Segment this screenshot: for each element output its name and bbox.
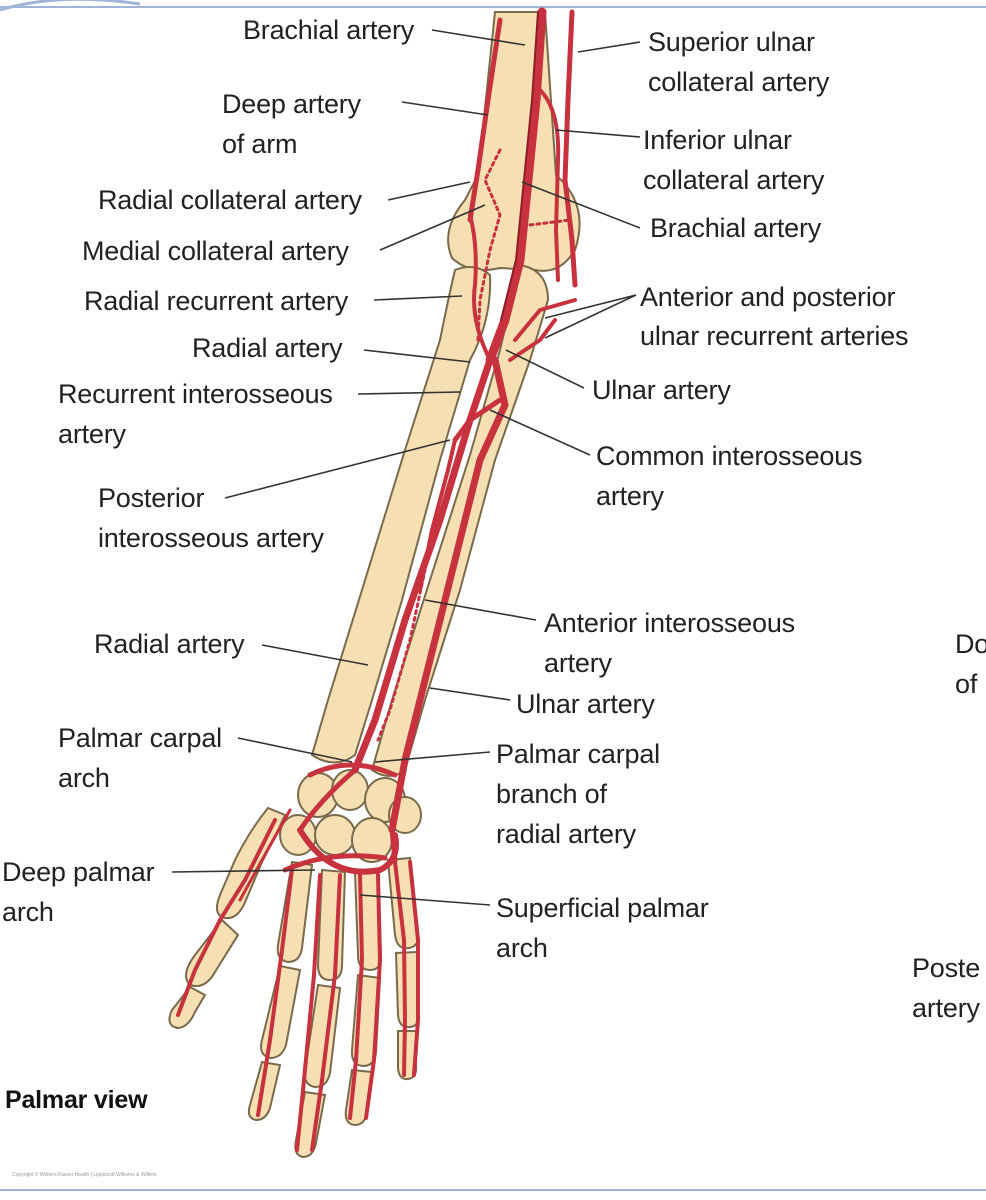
label-anterior-interosseous-line2: artery	[544, 648, 612, 678]
label-deep-artery-of-arm-line1: Deep artery	[222, 89, 361, 119]
copyright-text: Copyright © Wolters Kluwer Health | Lipp…	[12, 1172, 157, 1178]
radius	[310, 265, 492, 764]
label-brachial-artery-right: Brachial artery	[650, 213, 822, 243]
deep-artery-path	[467, 17, 503, 223]
label-superficial-palmar-line1: Superficial palmar	[496, 893, 709, 923]
label-radial-artery-upper: Radial artery	[192, 333, 343, 363]
label-ulnar-recurrent-line1: Anterior and posterior	[640, 282, 896, 312]
label-common-interosseous-line1: Common interosseous	[596, 441, 863, 471]
label-brachial-artery-top: Brachial artery	[243, 15, 415, 45]
view-label: Palmar view	[5, 1086, 148, 1114]
palmar-carpal-arch-path	[307, 762, 398, 778]
label-inferior-ulnar-line1: Inferior ulnar	[643, 125, 792, 155]
label-superficial-palmar-line2: arch	[496, 933, 548, 963]
partial-label-bottom-line1: Poste	[912, 953, 981, 983]
deep-palmar-arch-path	[282, 853, 388, 873]
label-radial-artery-lower: Radial artery	[94, 629, 245, 659]
label-deep-artery-of-arm-line2: of arm	[222, 129, 298, 159]
label-palmar-carpal-branch-line3: radial artery	[496, 819, 636, 849]
label-inferior-ulnar-line2: collateral artery	[643, 165, 825, 195]
label-posterior-interosseous-line2: interosseous artery	[98, 523, 324, 553]
label-anterior-interosseous-line1: Anterior interosseous	[544, 608, 795, 638]
partial-label-top-line1: Do	[955, 629, 986, 659]
label-ulnar-artery-lower: Ulnar artery	[516, 689, 655, 719]
partial-label-bottom-line2: artery	[912, 993, 980, 1023]
label-deep-palmar-arch-line1: Deep palmar	[2, 857, 155, 887]
label-common-interosseous-line2: artery	[596, 481, 664, 511]
label-posterior-interosseous-line1: Posterior	[98, 483, 205, 513]
partial-label-top-line2: of	[955, 669, 978, 699]
superior-ulnar-collateral-path	[562, 9, 578, 288]
label-palmar-carpal-arch-line1: Palmar carpal	[58, 723, 222, 753]
label-superior-ulnar-line2: collateral artery	[648, 67, 830, 97]
label-palmar-carpal-branch-line1: Palmar carpal	[496, 739, 660, 769]
label-palmar-carpal-branch-line2: branch of	[496, 779, 607, 809]
label-radial-collateral-artery: Radial collateral artery	[98, 185, 362, 215]
label-medial-collateral-artery: Medial collateral artery	[82, 236, 349, 266]
leader-lines	[171, 29, 641, 906]
label-recurrent-interosseous-line1: Recurrent interosseous	[58, 379, 333, 409]
label-ulnar-artery-upper: Ulnar artery	[592, 375, 731, 405]
brachial-artery-path	[485, 7, 547, 365]
label-deep-palmar-arch-line2: arch	[2, 897, 54, 927]
label-radial-recurrent-artery: Radial recurrent artery	[84, 286, 349, 316]
label-ulnar-recurrent-line2: ulnar recurrent arteries	[640, 321, 909, 351]
label-superior-ulnar-line1: Superior ulnar	[648, 27, 815, 57]
label-palmar-carpal-arch-line2: arch	[58, 763, 110, 793]
label-recurrent-interosseous-line2: artery	[58, 419, 126, 449]
corner-decoration	[0, 0, 141, 12]
